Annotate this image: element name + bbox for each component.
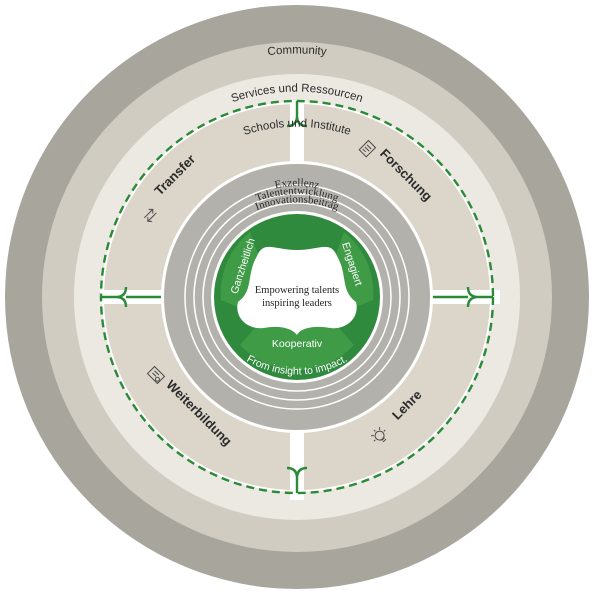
community-label: Community (267, 44, 327, 58)
lightbulb-icon (371, 427, 387, 443)
certificate-icon (146, 365, 166, 385)
segment-kooperativ[interactable] (240, 322, 354, 370)
inner-core (161, 161, 433, 433)
transfer-arrows-icon (143, 208, 157, 222)
document-icon (358, 139, 377, 158)
center-line-2: inspiring leaders (262, 298, 332, 309)
center-emblem (237, 246, 357, 335)
center-line-1: Empowering talents (255, 285, 339, 296)
kooperativ-label: Kooperativ (272, 338, 323, 350)
exzellenz-label: Exzellenz (274, 177, 321, 191)
